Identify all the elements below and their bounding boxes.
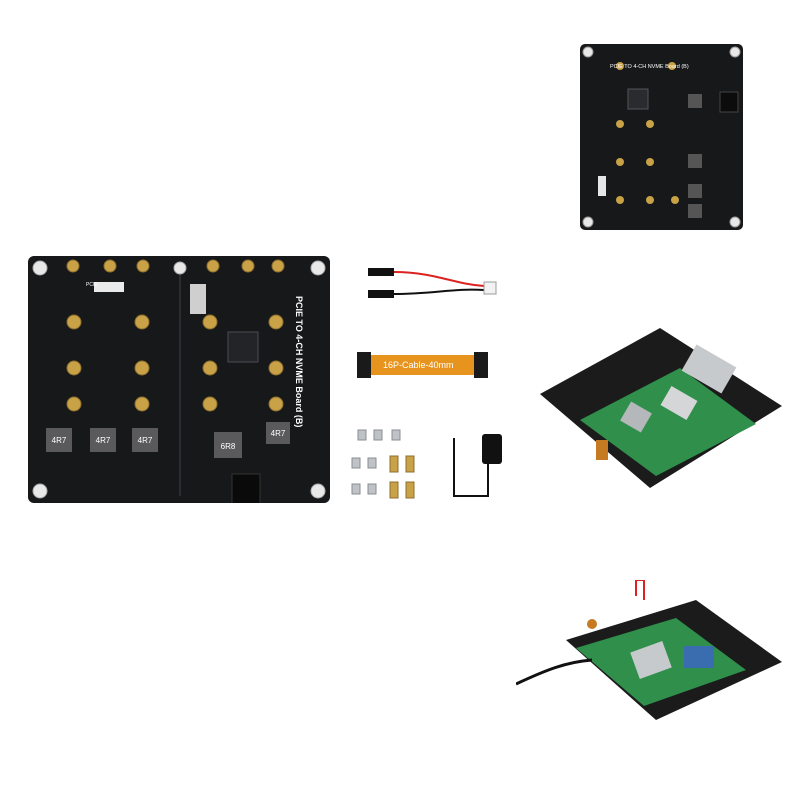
inductor-label: 4R7 <box>96 436 111 445</box>
inductor-label: 4R7 <box>52 436 67 445</box>
board-small-title: PCIE TO 4-CH NVME Board (B) <box>610 64 689 70</box>
board-main-top-view: 4R7 4R7 4R7 4R7 6R8 PCIE PCIE TO 4-CH NV… <box>28 256 330 503</box>
ribbon-cable-label: 16P-Cable-40mm <box>383 360 454 370</box>
assembled-board-angled-view <box>540 328 782 488</box>
board-main-title: PCIE TO 4-CH NVME Board (B) <box>294 296 304 427</box>
inductor-label: 4R7 <box>271 429 286 438</box>
screws-and-standoffs <box>351 429 415 499</box>
board-small-top-view: PCIE TO 4-CH NVME Board (B) <box>580 44 743 230</box>
fpc-label: PCIE <box>86 282 98 288</box>
power-lead-cable <box>368 268 497 298</box>
assembled-board-side-view <box>516 580 782 720</box>
ribbon-cable: 16P-Cable-40mm <box>357 352 488 378</box>
inductor-label: 6R8 <box>221 442 236 451</box>
inductor-label: 4R7 <box>138 436 153 445</box>
power-adapter <box>453 434 502 497</box>
